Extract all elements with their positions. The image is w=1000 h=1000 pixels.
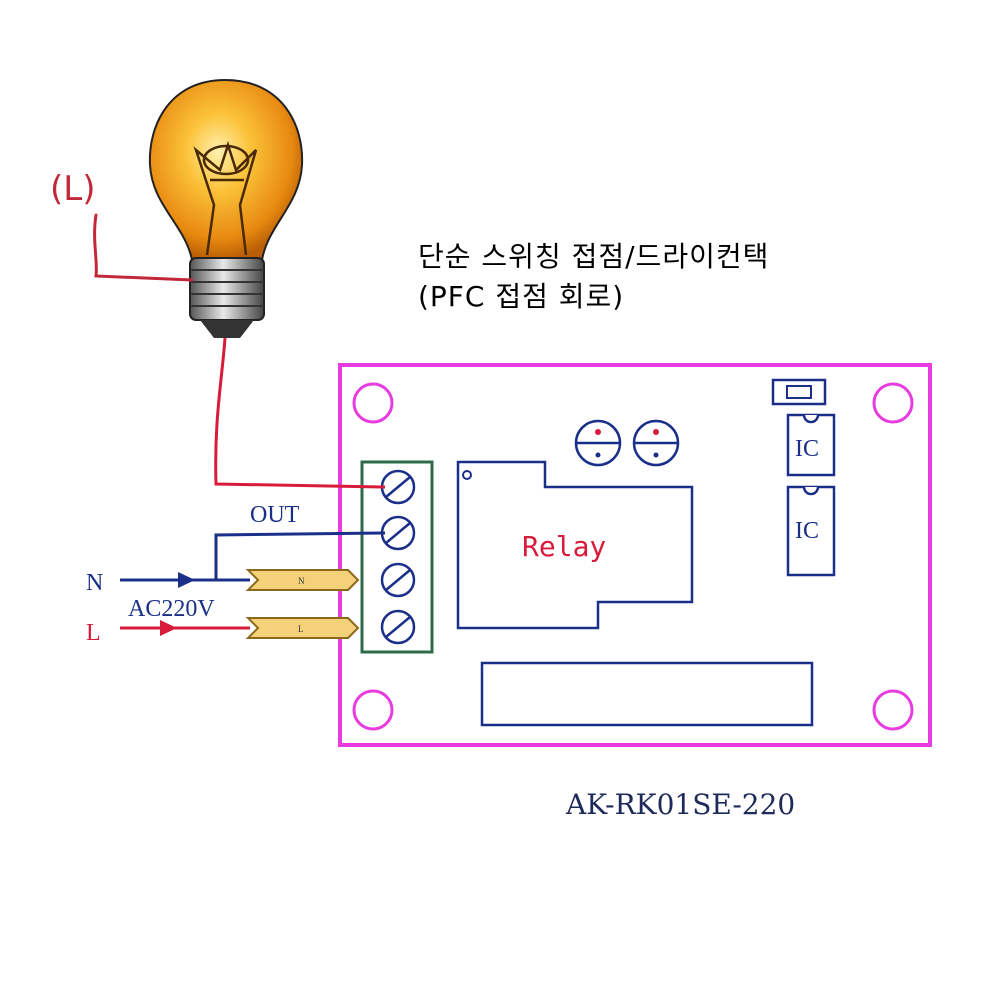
diagram-title-line1: 단순 스위칭 접점/드라이컨택 bbox=[418, 240, 770, 273]
mounting-hole-icon bbox=[352, 382, 914, 731]
ic-chip-bottom bbox=[786, 485, 836, 577]
diagram-title-line2: (PFC 접점 회로) bbox=[418, 280, 625, 313]
neutral-tab-label: N bbox=[298, 576, 305, 586]
live-tab-label: L bbox=[298, 624, 304, 634]
live-tab bbox=[245, 617, 360, 639]
hand-annotation-wire bbox=[93, 213, 194, 282]
live-label: L bbox=[86, 620, 101, 646]
capacitor-marks bbox=[595, 429, 659, 435]
light-bulb-icon bbox=[148, 78, 304, 338]
capacitor-icon bbox=[574, 419, 680, 467]
neutral-tab bbox=[245, 569, 360, 591]
ic-bottom-label: IC bbox=[795, 518, 819, 544]
lamp-line-annotation: (L) bbox=[50, 169, 95, 209]
neutral-label: N bbox=[86, 570, 103, 596]
neutral-arrow bbox=[178, 572, 195, 588]
ic-chip-top bbox=[786, 413, 836, 477]
out-label: OUT bbox=[250, 502, 300, 528]
relay-label: Relay bbox=[522, 530, 606, 563]
wire-out-red bbox=[214, 337, 386, 489]
small-component-inner bbox=[786, 385, 812, 399]
long-connector bbox=[480, 661, 814, 727]
relay-outline bbox=[456, 460, 694, 630]
relay-pin1-dot bbox=[462, 470, 472, 480]
ic-top-label: IC bbox=[795, 436, 819, 462]
wire-out-blue bbox=[214, 531, 386, 580]
model-number: AK-RK01SE-220 bbox=[566, 788, 796, 821]
voltage-label: AC220V bbox=[128, 596, 215, 622]
capacitor-pins bbox=[595, 452, 659, 458]
screw-terminal-icon bbox=[380, 469, 416, 645]
live-arrow bbox=[160, 620, 177, 636]
